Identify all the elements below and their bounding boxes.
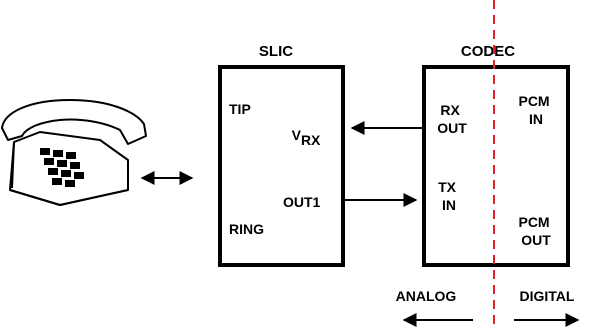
- tx-line1: TX: [438, 179, 457, 195]
- tx-line2: IN: [442, 197, 456, 213]
- rx-line1: RX: [440, 102, 460, 118]
- codec-rx-out-label: RX OUT: [437, 102, 467, 136]
- analog-label: ANALOG: [396, 288, 457, 304]
- slic-ring-label: RING: [229, 221, 264, 237]
- codec-title: CODEC: [461, 43, 515, 60]
- slic-tip-label: TIP: [229, 101, 251, 117]
- slic-vrx-label: VRX: [292, 127, 321, 148]
- slic-out1-label: OUT1: [283, 194, 321, 210]
- codec-tx-in-label: TX IN: [438, 179, 460, 213]
- codec-pcm-in-label: PCM IN: [518, 93, 553, 127]
- codec-pcm-out-label: PCM OUT: [518, 214, 553, 248]
- telephone-icon: [1, 99, 147, 206]
- pcm-in-line2: IN: [529, 111, 543, 127]
- pcm-out-line2: OUT: [521, 232, 551, 248]
- codec-block: [422, 65, 570, 267]
- digital-label: DIGITAL: [520, 288, 575, 304]
- pcm-in-line1: PCM: [518, 93, 549, 109]
- vrx-subscript: RX: [301, 132, 321, 148]
- slic-block: [218, 65, 345, 267]
- pcm-out-line1: PCM: [518, 214, 549, 230]
- slic-title: SLIC: [259, 43, 293, 60]
- vrx-main: V: [292, 127, 302, 143]
- rx-line2: OUT: [437, 120, 467, 136]
